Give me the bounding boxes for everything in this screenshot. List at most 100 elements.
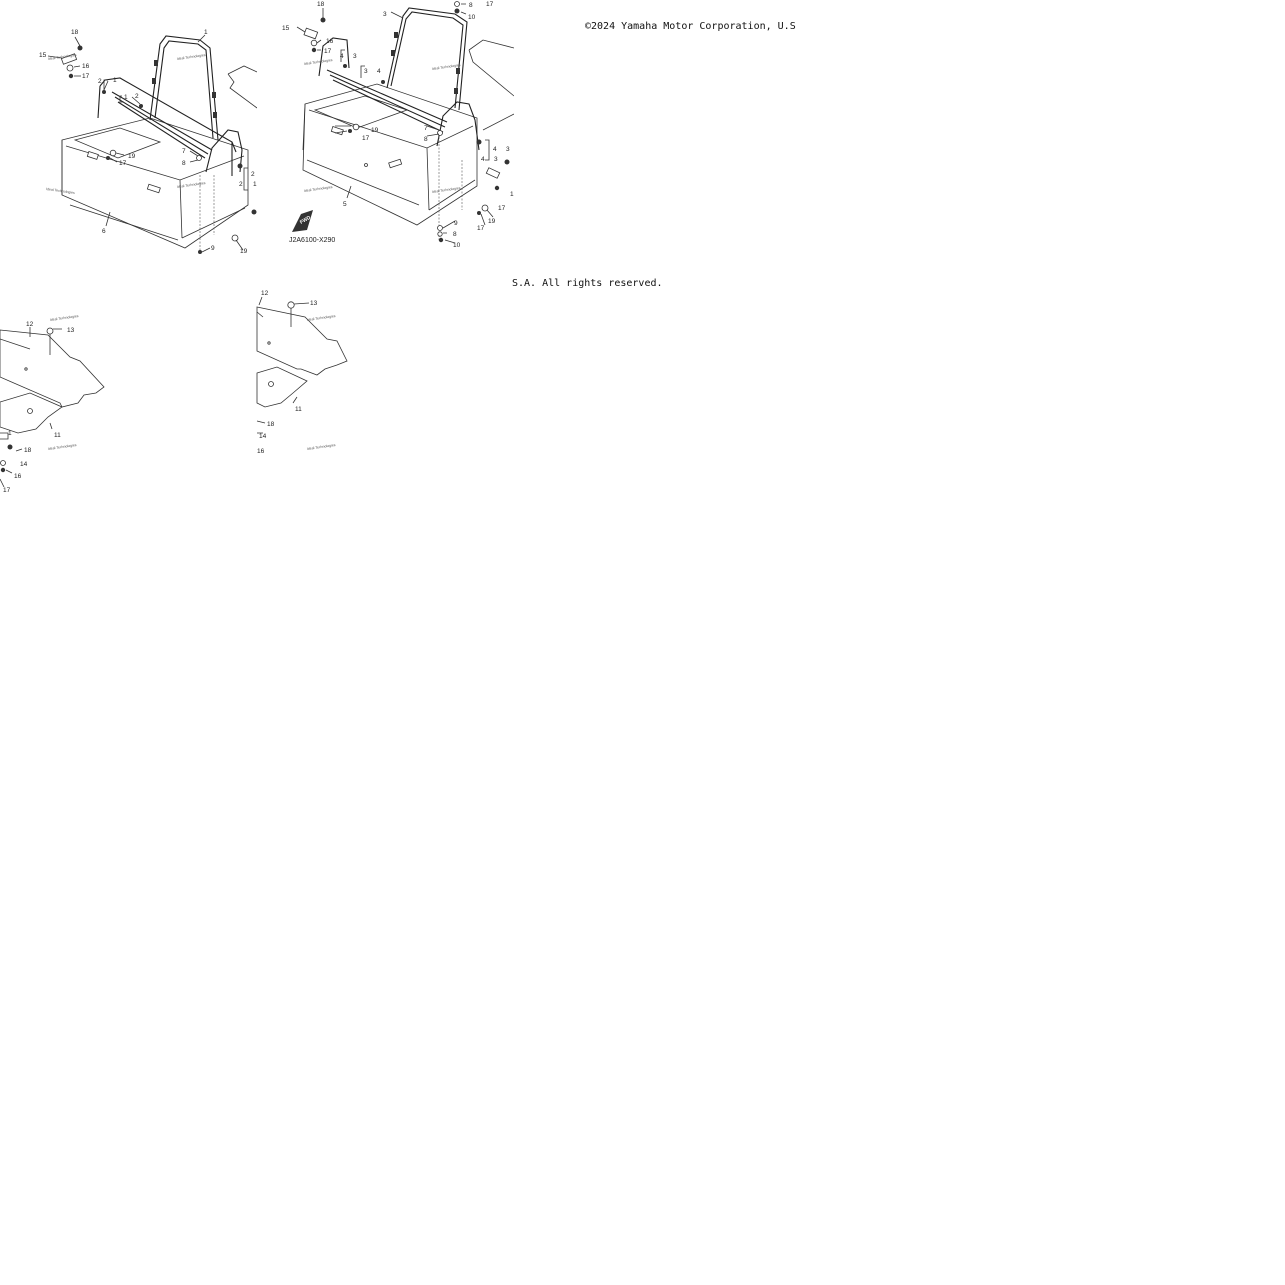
watermark: Ideal Technologies (304, 58, 333, 66)
callout-14: 14 (259, 433, 267, 440)
callout-17: 17 (486, 1, 494, 8)
callout-12: 12 (26, 321, 34, 328)
callout-3: 3 (383, 11, 387, 18)
watermark: Ideal Technologies (307, 314, 336, 322)
callout-10: 10 (453, 242, 461, 249)
callout-18: 18 (317, 1, 325, 8)
seat-assembly-drawing-left: Ideal Technologies Ideal Technologies Id… (39, 29, 258, 255)
seat-frame-loop (205, 129, 243, 173)
fwd-arrow-icon (292, 210, 313, 232)
callout-8: 8 (469, 2, 473, 9)
seat-frame (99, 77, 237, 153)
callout-1: 1 (113, 77, 117, 84)
callout-9: 9 (454, 220, 458, 227)
callout-14: 14 (20, 461, 28, 468)
copyright-top: ©2024 Yamaha Motor Corporation, U.S (585, 21, 796, 32)
seat-frame-loop (436, 101, 480, 151)
seat-tub (302, 83, 478, 226)
callout-4: 4 (493, 146, 497, 153)
callout-1: 1 (204, 29, 208, 36)
lower-panel (256, 366, 308, 408)
callout-3: 3 (506, 146, 510, 153)
callout-15: 15 (282, 25, 290, 32)
diagram-tile-copyright-bottom: S.A. All rights reserved. (512, 257, 771, 514)
watermark: Ideal Technologies (432, 186, 461, 194)
callout-8: 8 (424, 136, 428, 143)
storage-recess (73, 127, 162, 159)
watermark: Ideal Technologies (46, 187, 75, 195)
floor-panel-drawing-left: Ideal Technologies Ideal Technologies 12… (0, 314, 105, 494)
callout-7: 7 (424, 125, 428, 132)
callout-18: 18 (267, 421, 275, 428)
callout-19: 19 (488, 218, 496, 225)
hardware-fragment-top: ©2024 Yamaha Motor Corporation, U.S (585, 21, 796, 32)
callout-15: 15 (39, 52, 47, 59)
callout-19: 19 (371, 127, 379, 134)
callout-16: 16 (14, 473, 22, 480)
callout-1: 1 (510, 191, 514, 198)
callout-2: 2 (251, 171, 255, 178)
callout-18: 18 (71, 29, 79, 36)
seat-tub (61, 117, 249, 249)
callout-17: 17 (3, 487, 11, 494)
callout-7: 7 (182, 148, 186, 155)
callout-3: 3 (494, 156, 498, 163)
callout-8: 8 (453, 231, 457, 238)
callout-2: 2 (239, 181, 243, 188)
callout-13: 13 (310, 300, 318, 307)
hardware-fragment-top-right: 8 10 17 (440, 0, 530, 21)
diagram-tile-copyright-top: ©2024 Yamaha Motor Corporation, U.S (514, 0, 796, 257)
backrest-hoop (149, 35, 219, 141)
floor-panel-drawing-right: Ideal Technologies Ideal Technologies 12… (256, 290, 348, 455)
callout-3: 3 (364, 68, 368, 75)
callout-17: 17 (119, 160, 127, 167)
callout-16: 16 (257, 448, 265, 455)
watermark: Ideal Technologies (177, 53, 206, 61)
copyright-bottom: S.A. All rights reserved. (512, 278, 663, 289)
callout-4: 4 (377, 68, 381, 75)
callout-2: 2 (135, 93, 139, 100)
callout-17: 17 (324, 48, 332, 55)
callout-17: 17 (362, 135, 370, 142)
callout-1: 1 (8, 430, 12, 437)
callout-4: 4 (481, 156, 485, 163)
hardware-fragment-svg: 8 10 17 (454, 1, 494, 21)
callout-2: 2 (98, 78, 102, 85)
watermark: Ideal Technologies (304, 185, 333, 193)
watermark: Ideal Technologies (50, 314, 79, 322)
fwd-label: FWD (299, 215, 312, 226)
callout-11: 11 (54, 432, 61, 439)
callout-9: 9 (211, 245, 215, 252)
watermark: Ideal Technologies (48, 53, 77, 61)
callout-3: 3 (353, 53, 357, 60)
callout-19: 19 (240, 248, 248, 255)
diagram-code: J2A6100-X290 (289, 237, 335, 244)
callout-12: 12 (261, 290, 269, 297)
callout-1: 1 (253, 181, 257, 188)
callout-19: 19 (128, 153, 136, 160)
callout-1: 1 (124, 94, 128, 101)
callout-8: 8 (182, 160, 186, 167)
callout-11: 11 (295, 406, 302, 413)
callout-6: 6 (102, 228, 106, 235)
callout-18: 18 (24, 447, 32, 454)
diagram-tile-seat-right: FWD J2A6100-X290 Ideal Technologies Idea… (257, 0, 515, 257)
seat-frame-loop (318, 37, 350, 77)
watermark: Ideal Technologies (48, 443, 77, 451)
callout-17: 17 (82, 73, 90, 80)
diagram-tile-panel-left: Ideal Technologies Ideal Technologies 12… (0, 257, 257, 514)
watermark: Ideal Technologies (432, 63, 461, 71)
callout-10: 10 (468, 14, 476, 21)
diagram-tile-panel-right: Ideal Technologies Ideal Technologies 12… (256, 257, 514, 514)
backrest-hoop (386, 7, 468, 111)
callout-5: 5 (343, 201, 347, 208)
floor-panel (0, 329, 105, 408)
copyright-bottom-panel: S.A. All rights reserved. (512, 278, 663, 289)
callout-13: 13 (67, 327, 75, 334)
callout-17: 17 (477, 225, 485, 232)
diagram-tile-seat-left: Ideal Technologies Ideal Technologies Id… (0, 0, 258, 257)
floor-panel (256, 306, 348, 376)
watermark: Ideal Technologies (177, 181, 206, 189)
callout-16: 16 (82, 63, 90, 70)
seat-assembly-drawing-right: FWD J2A6100-X290 Ideal Technologies Idea… (282, 1, 515, 249)
